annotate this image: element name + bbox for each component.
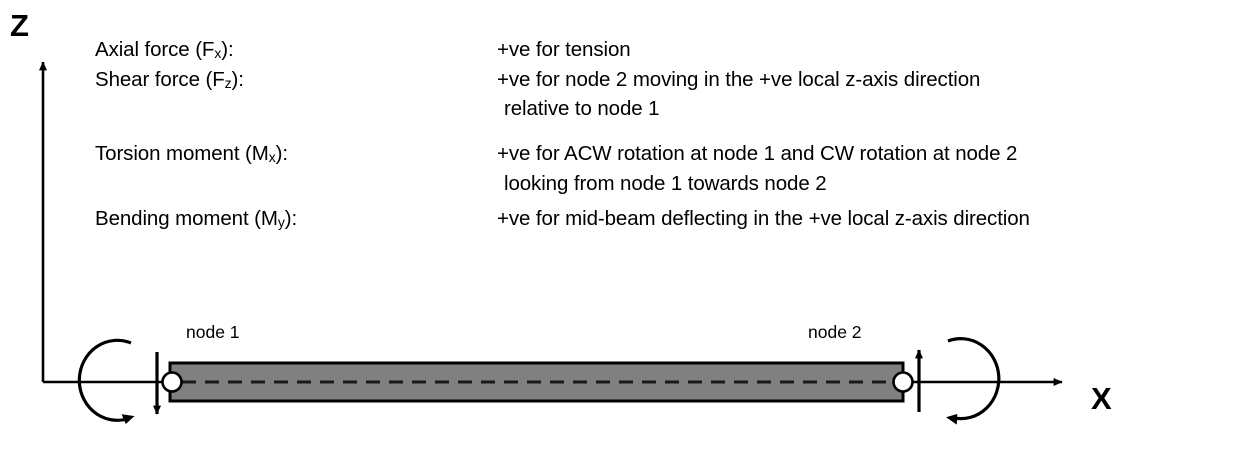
legend-term-bending-moment-text: Bending moment (M [95, 207, 278, 230]
rotation-arc-acw-icon [77, 338, 135, 425]
node-circle-icon [161, 371, 183, 393]
legend-desc-torsion-moment-cont: looking from node 1 towards node 2 [504, 172, 827, 195]
legend-desc-bending-moment: +ve for mid-beam deflecting in the +ve l… [497, 207, 1030, 230]
rotation-arc-cw-icon [945, 337, 1001, 425]
legend-term-bending-moment-sub: y [277, 214, 285, 231]
legend-term-axial-force-sub: x [214, 45, 222, 62]
legend-term-shear-force-text: Shear force (F [95, 68, 225, 91]
legend-term-axial-force-tail: ): [221, 38, 234, 61]
legend-term-torsion-moment-text: Torsion moment (M [95, 142, 269, 165]
legend-term-shear-force-sub: z [224, 75, 232, 92]
legend-term-axial-force-text: Axial force (F [95, 38, 215, 61]
legend-term-torsion-moment: Torsion moment (Mx): [95, 142, 288, 166]
legend-term-bending-moment: Bending moment (My): [95, 207, 298, 231]
node1-label: node 1 [186, 322, 240, 342]
legend-term-shear-force: Shear force (Fz): [95, 68, 244, 92]
legend-term-torsion-moment-sub: x [268, 149, 276, 166]
node-circle-icon [892, 371, 914, 393]
x-axis-label: X [1091, 381, 1112, 416]
legend-term-bending-moment-tail: ): [284, 207, 298, 230]
torsion-node1-arc-group [77, 338, 135, 425]
torsion-node2-arc-group [945, 337, 1001, 425]
legend-desc-shear-force: +ve for node 2 moving in the +ve local z… [497, 68, 981, 91]
legend-term-shear-force-tail: ): [231, 68, 244, 91]
beam-member [168, 361, 905, 403]
legend-desc-torsion-moment: +ve for ACW rotation at node 1 and CW ro… [497, 142, 1018, 165]
legend-desc-axial-force: +ve for tension [497, 38, 631, 61]
legend-desc-shear-force-cont: relative to node 1 [504, 97, 660, 120]
z-axis-label: Z [10, 8, 29, 43]
legend-term-torsion-moment-tail: ): [275, 142, 288, 165]
node2-label: node 2 [808, 322, 862, 342]
legend-term-axial-force: Axial force (Fx): [95, 38, 234, 62]
